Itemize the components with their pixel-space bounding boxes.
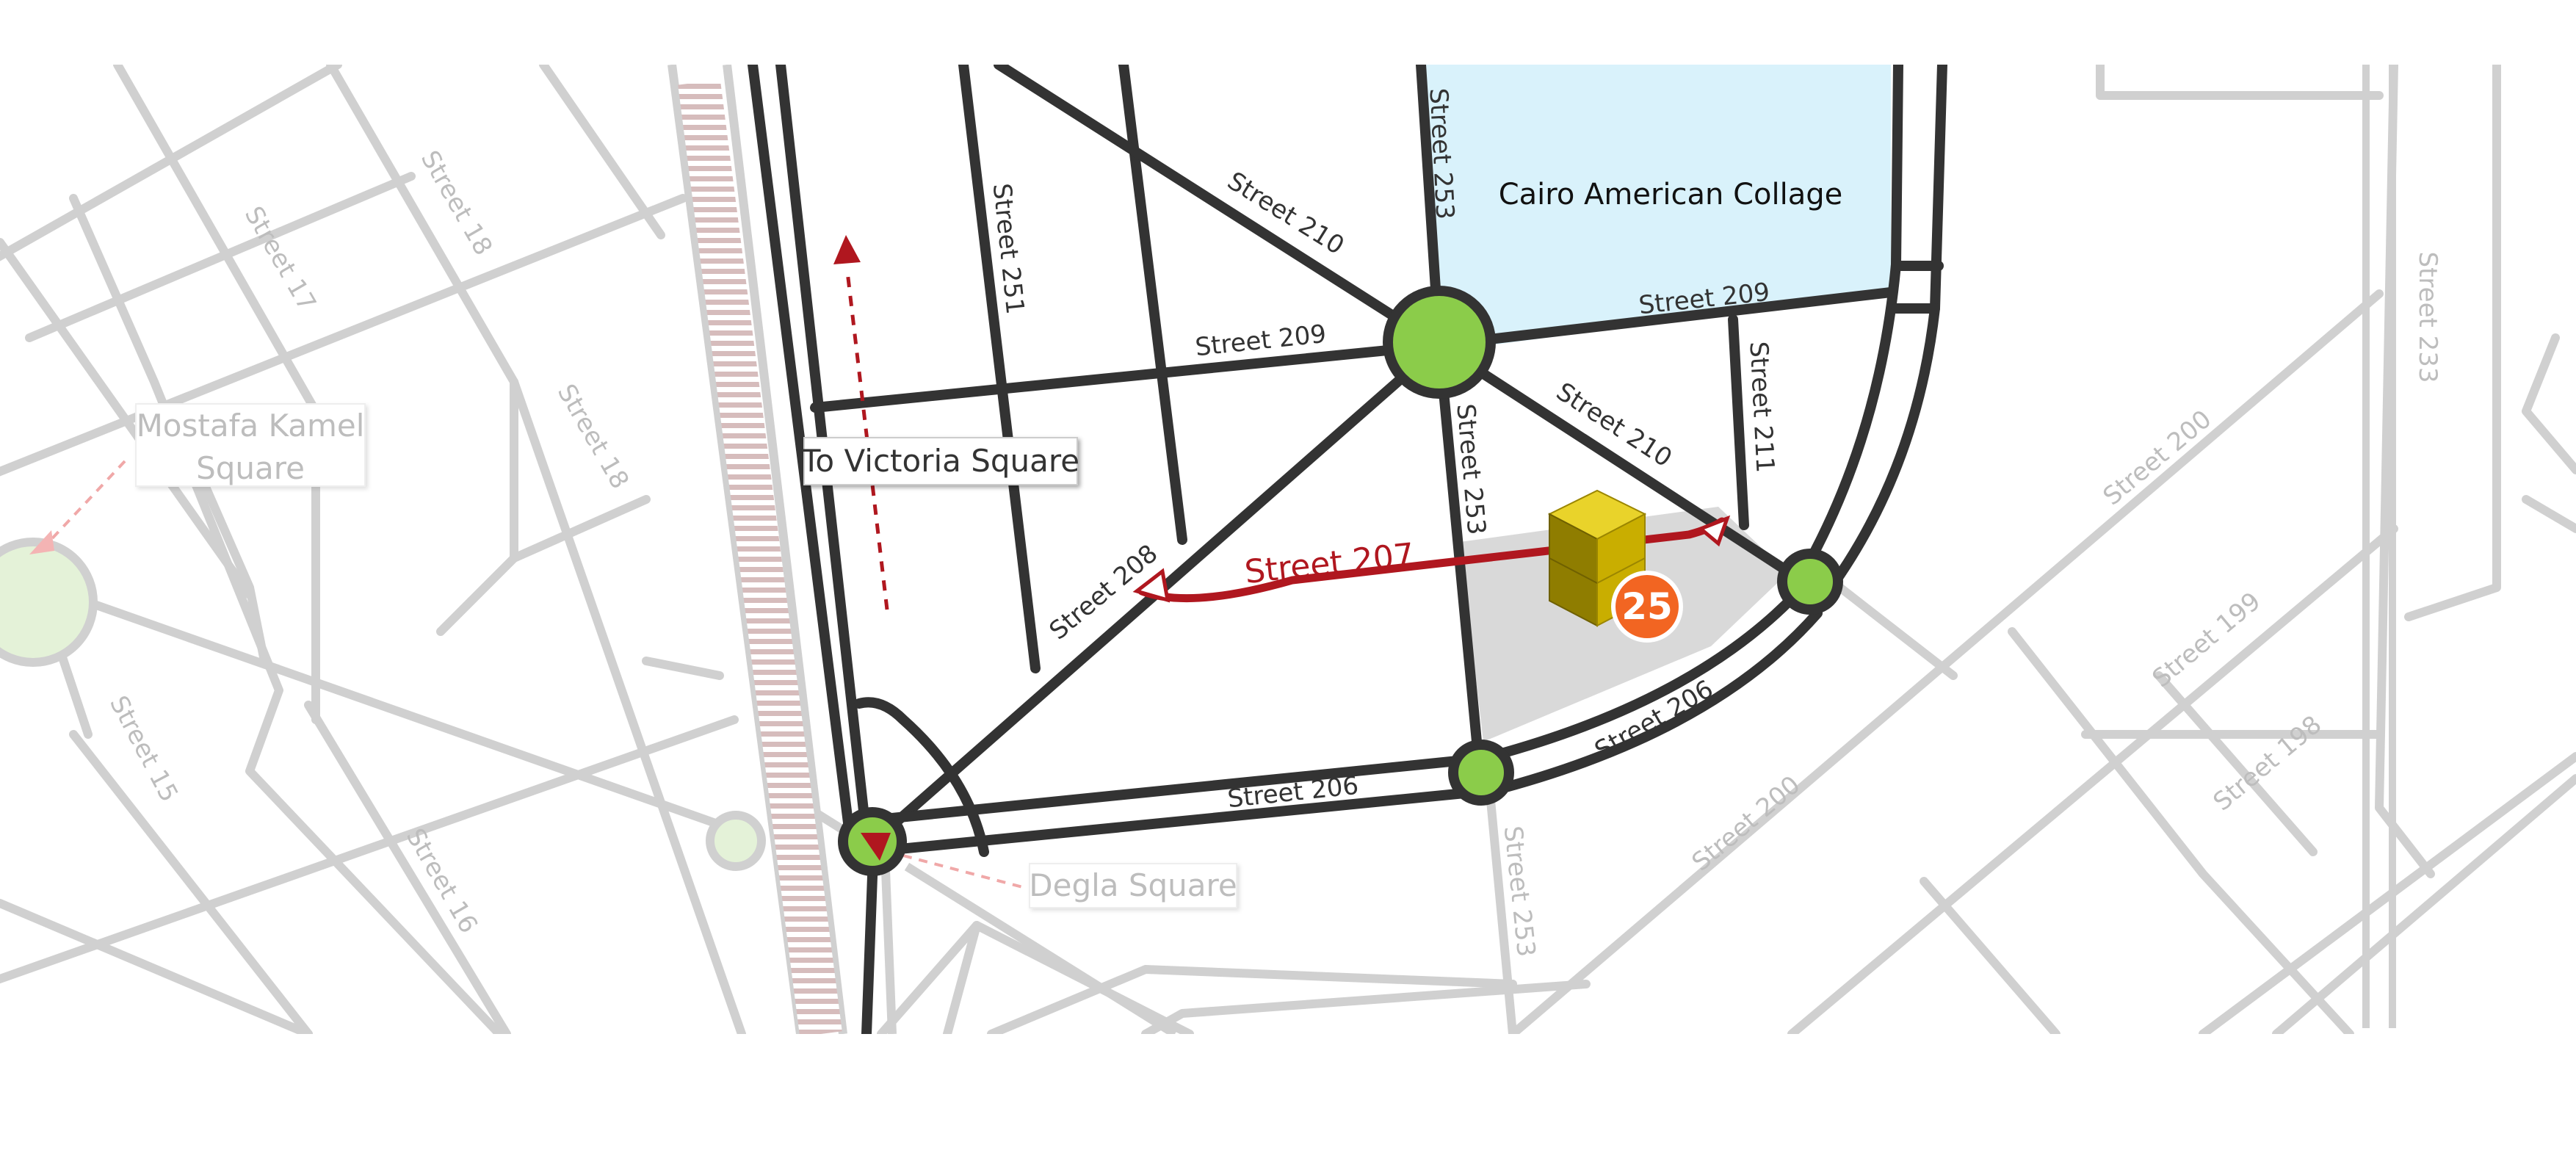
street-label: Street 199	[2147, 587, 2267, 694]
main-streets	[748, 65, 1947, 1034]
svg-text:Square: Square	[196, 450, 305, 486]
marker-number: 25	[1621, 585, 1673, 628]
callout-mostafa-kamel-square: Mostafa Kamel Square	[135, 403, 366, 487]
street-label: Street 200	[2098, 405, 2218, 512]
railway	[667, 65, 847, 1034]
roundabout-north	[1383, 286, 1496, 399]
svg-text:Degla Square: Degla Square	[1029, 867, 1237, 903]
street-label: Street 18	[551, 379, 634, 494]
street-label: Street 233	[2413, 251, 2442, 383]
campus-area	[1421, 65, 1891, 345]
background-streets	[0, 65, 2576, 1034]
svg-text:Mostafa Kamel: Mostafa Kamel	[137, 408, 365, 444]
roundabout-mostafa-kamel	[0, 538, 98, 667]
street-label: Street 211	[1743, 341, 1779, 474]
route-street-207	[1132, 515, 1731, 603]
street-label: Street 18	[415, 145, 498, 260]
direction-arrow	[833, 235, 889, 610]
callout-degla-square: Degla Square	[1029, 863, 1237, 908]
location-arrow-icon	[861, 833, 891, 861]
roundabout-south	[1448, 740, 1514, 806]
campus-label: Cairo American Collage	[1499, 178, 1843, 212]
callout-victoria-square: To Victoria Square	[801, 437, 1079, 485]
svg-text:To Victoria Square: To Victoria Square	[801, 443, 1079, 479]
route-label: Street 207	[1243, 536, 1417, 591]
roundabout-small-west	[706, 811, 766, 871]
roundabout-east	[1777, 549, 1843, 615]
street-label: Street 200	[1687, 770, 1806, 878]
marker-badge: 25	[1611, 571, 1683, 643]
street-label: Street 253	[1423, 87, 1459, 220]
